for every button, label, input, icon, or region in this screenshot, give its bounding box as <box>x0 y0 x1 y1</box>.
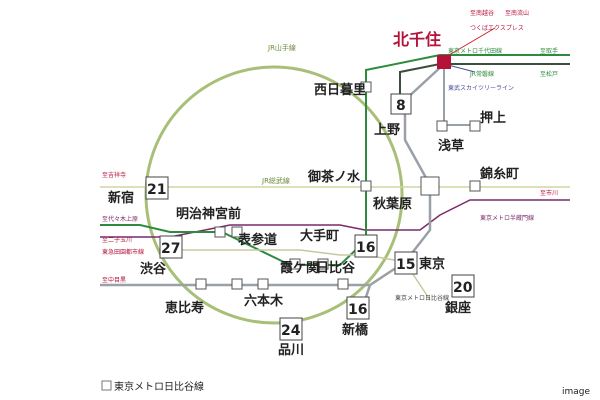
station-kinshicho: 錦糸町 <box>480 166 519 182</box>
tsukuba-line <box>443 27 496 59</box>
station-ueno: 上野 <box>374 123 400 138</box>
station-hibiya: 日比谷 <box>316 260 356 276</box>
edge-label-right3: 至市川 <box>540 189 558 197</box>
edge-label-joban: JR常磐線 <box>469 70 494 78</box>
station-kasumigaseki: 霞ケ関 <box>280 261 319 276</box>
station-akihabara: 秋葉原 <box>373 196 412 212</box>
marker-minowa <box>469 120 481 132</box>
station-shinjuku: 新宿 <box>108 190 134 206</box>
marker-kinshicho <box>469 180 481 192</box>
marker-roppongi1 <box>231 278 243 290</box>
svg-text:21: 21 <box>147 182 166 198</box>
time-box-shinbashi: 16 <box>346 296 370 320</box>
station-roppongi: 六本木 <box>244 293 284 309</box>
marker-kasumigaseki <box>289 258 301 270</box>
chiyoda-line <box>100 54 570 266</box>
station-asakusa: 浅草 <box>438 138 464 154</box>
edge-label-chiyoda: 東京メトロ千代田線 <box>448 47 502 55</box>
station-shinagawa: 品川 <box>278 343 304 358</box>
svg-text:8: 8 <box>396 98 406 114</box>
marker-ebisu <box>195 278 207 290</box>
time-box-shinjuku: 21 <box>145 176 169 200</box>
station-omotesando: 表参道 <box>237 232 277 248</box>
svg-text:15: 15 <box>396 257 415 273</box>
station-otemachi: 大手町 <box>300 228 339 244</box>
edge-label-right2: 至松戸 <box>540 70 558 78</box>
marker-roppongi2 <box>257 278 269 290</box>
station-ebisu: 恵比寿 <box>165 300 204 316</box>
marker-shinbashi-small <box>337 278 349 290</box>
station-meiji: 明治神宮前 <box>176 206 241 222</box>
station-kitasenju: 北千住 <box>393 30 441 49</box>
station-shinbashi: 新橋 <box>342 322 369 338</box>
station-nishinippori: 西日暮里 <box>314 82 366 98</box>
marker-meiji <box>214 226 226 238</box>
legend-label: 東京メトロ日比谷線 <box>114 380 204 393</box>
edge-label-toyoko: 東急田園都市線 <box>102 248 144 256</box>
marker-hibiya <box>317 258 329 270</box>
edge-label-left3: 至二子玉川 <box>102 237 132 244</box>
marker-omotesando <box>231 226 243 238</box>
sobu-label: JR総武線 <box>261 176 290 185</box>
edge-label-left1: 至吉祥寺 <box>102 171 126 179</box>
edge-label-right1: 至取手 <box>540 47 558 55</box>
svg-text:16: 16 <box>356 240 375 256</box>
edge-label-top2: 至南流山 <box>505 9 529 17</box>
marker-asakusa <box>436 120 448 132</box>
svg-text:27: 27 <box>161 241 180 257</box>
svg-text:24: 24 <box>281 323 301 339</box>
time-box-shinagawa: 24 <box>279 317 303 341</box>
edge-label-left4: 至中目黒 <box>102 276 126 284</box>
kitasenju-marker <box>437 55 451 69</box>
time-box-ueno: 8 <box>390 93 412 115</box>
svg-text:16: 16 <box>348 302 367 318</box>
yamanote-label: JR山手線 <box>267 43 296 52</box>
station-tokyo: 東京 <box>419 256 445 272</box>
time-box-ginza: 20 <box>451 274 475 298</box>
time-box-otemachi: 16 <box>354 234 378 258</box>
time-box-tokyo: 15 <box>394 251 418 275</box>
marker-ochanomizu <box>360 180 372 192</box>
legend-swatch <box>101 380 112 391</box>
edge-label-top1: 至南越谷 <box>470 9 494 17</box>
marker-akihabara <box>420 176 440 196</box>
edge-label-left2: 至代々木上原 <box>102 215 138 223</box>
time-box-shibuya: 27 <box>159 235 183 259</box>
station-minowa: 押上 <box>480 110 506 126</box>
edge-label-hanzomon: 東京メトロ半蔵門線 <box>480 214 534 222</box>
joban-line <box>399 63 570 100</box>
svg-text:20: 20 <box>453 280 473 296</box>
watermark: image <box>562 387 590 397</box>
edge-label-skytree: 東武スカイツリーライン <box>448 84 514 92</box>
station-ginza: 銀座 <box>445 300 471 316</box>
edge-label-hibiya-small: 東京メトロ日比谷線 <box>395 294 449 302</box>
station-shibuya: 渋谷 <box>140 261 167 277</box>
edge-label-tsukuba: つくばエクスプレス <box>470 24 524 32</box>
station-ochanomizu: 御茶ノ水 <box>307 169 361 185</box>
marker-nishinippori <box>360 81 372 93</box>
